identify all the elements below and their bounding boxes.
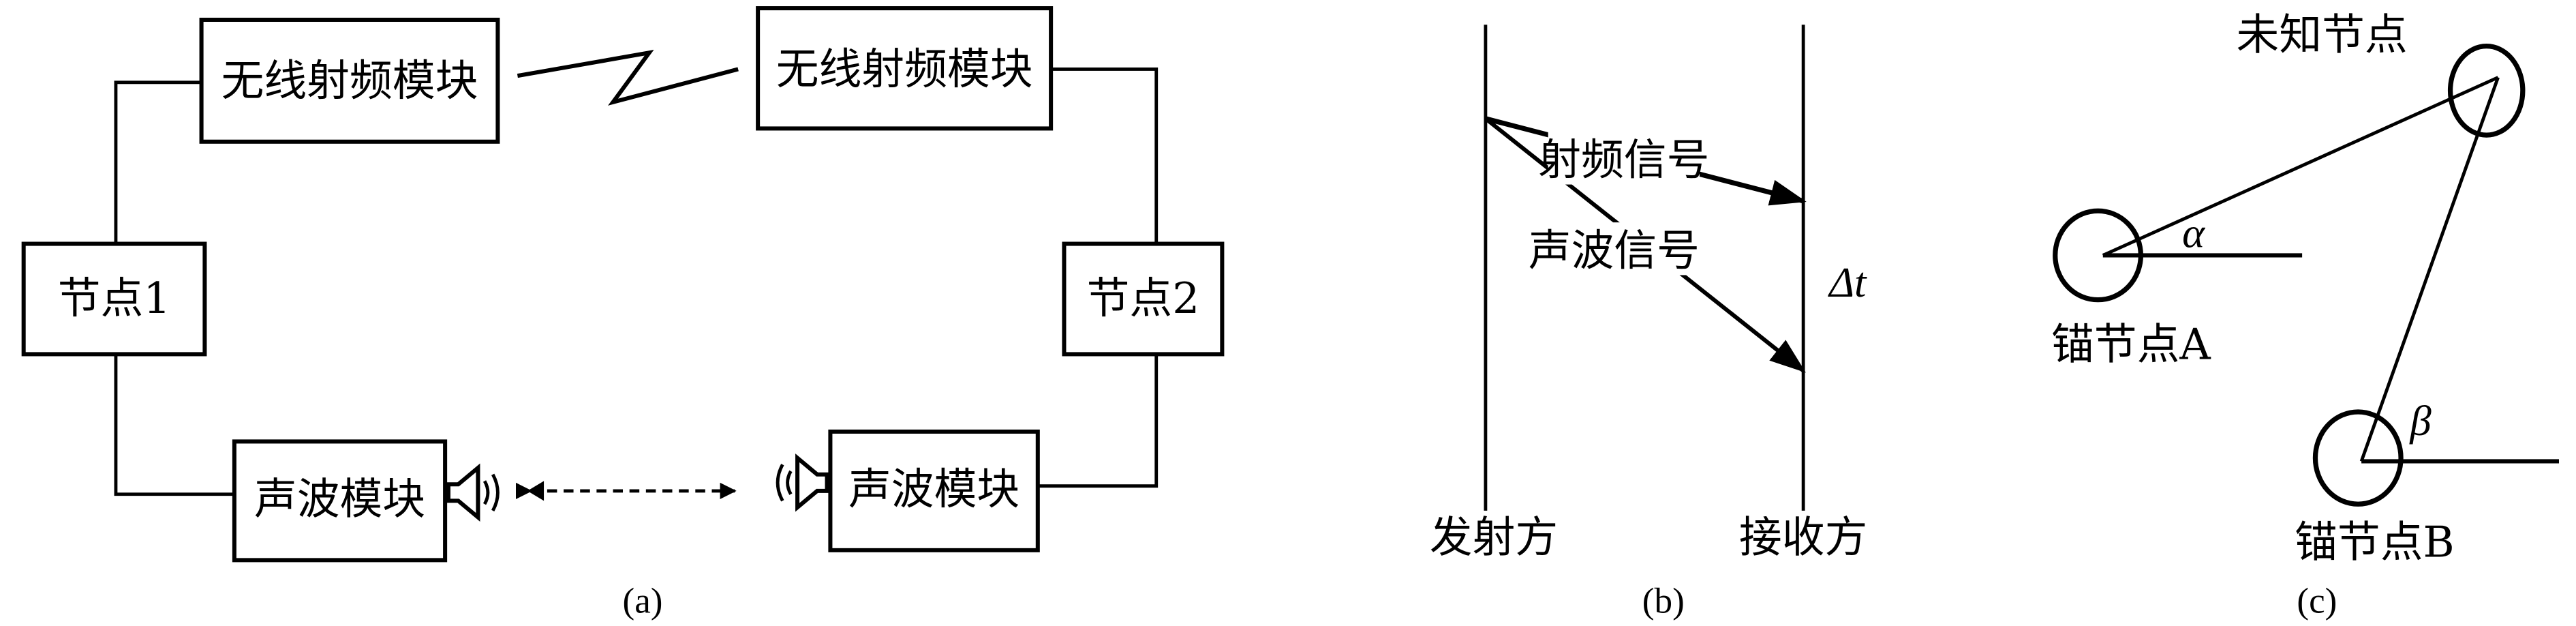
wireless-zigzag-icon [517,50,739,106]
anchor-a-label: 锚节点A [2051,320,2211,370]
line-b-to-unknown [2359,76,2500,462]
caption-b: (b) [1642,582,1685,621]
alpha-label: α [2182,209,2205,256]
speaker-icon [446,463,500,522]
acoustic-module-left-label: 声波模块 [254,475,425,524]
node2: 节点2 [1062,241,1225,357]
rf-module-right: 无线射频模块 [756,6,1054,131]
panel-c: 未知节点 α β 锚节点A 锚节点B (c) [2051,10,2559,621]
panel-a: 无线射频模块 无线射频模块 节点1 节点2 声波模块 声波模块 [21,6,1225,621]
acoustic-module-left: 声波模块 [232,439,448,563]
acoustic-module-right: 声波模块 [828,429,1040,552]
node1: 节点1 [21,241,207,357]
caption-a: (a) [623,582,663,621]
speaker-icon [776,453,829,512]
acoustic-module-right-label: 声波模块 [848,464,1019,514]
beta-label: β [2408,397,2432,445]
acoustic-signal-label: 声波信号 [1529,226,1700,275]
anchor-b-label: 锚节点B [2295,518,2455,567]
rf-module-left-label: 无线射频模块 [221,56,478,106]
transmitter-label: 发射方 [1430,512,1558,562]
delta-t-label: Δt [1827,258,1867,306]
line-a-to-unknown [2102,76,2499,257]
caption-c: (c) [2297,582,2337,621]
node2-label: 节点2 [1087,273,1200,323]
rf-signal-label: 射频信号 [1538,135,1709,185]
rf-module-left: 无线射频模块 [199,17,500,144]
rf-module-right-label: 无线射频模块 [776,44,1033,94]
node1-label: 节点1 [58,273,171,323]
arrowhead-left [527,481,545,501]
receiver-label: 接收方 [1739,512,1867,562]
panel-b: 射频信号 声波信号 Δt 发射方 接收方 (b) [1430,25,1867,621]
anchor-b-circle [2312,409,2404,507]
unknown-node-label: 未知节点 [2237,10,2408,59]
unknown-node-circle [2447,44,2526,138]
